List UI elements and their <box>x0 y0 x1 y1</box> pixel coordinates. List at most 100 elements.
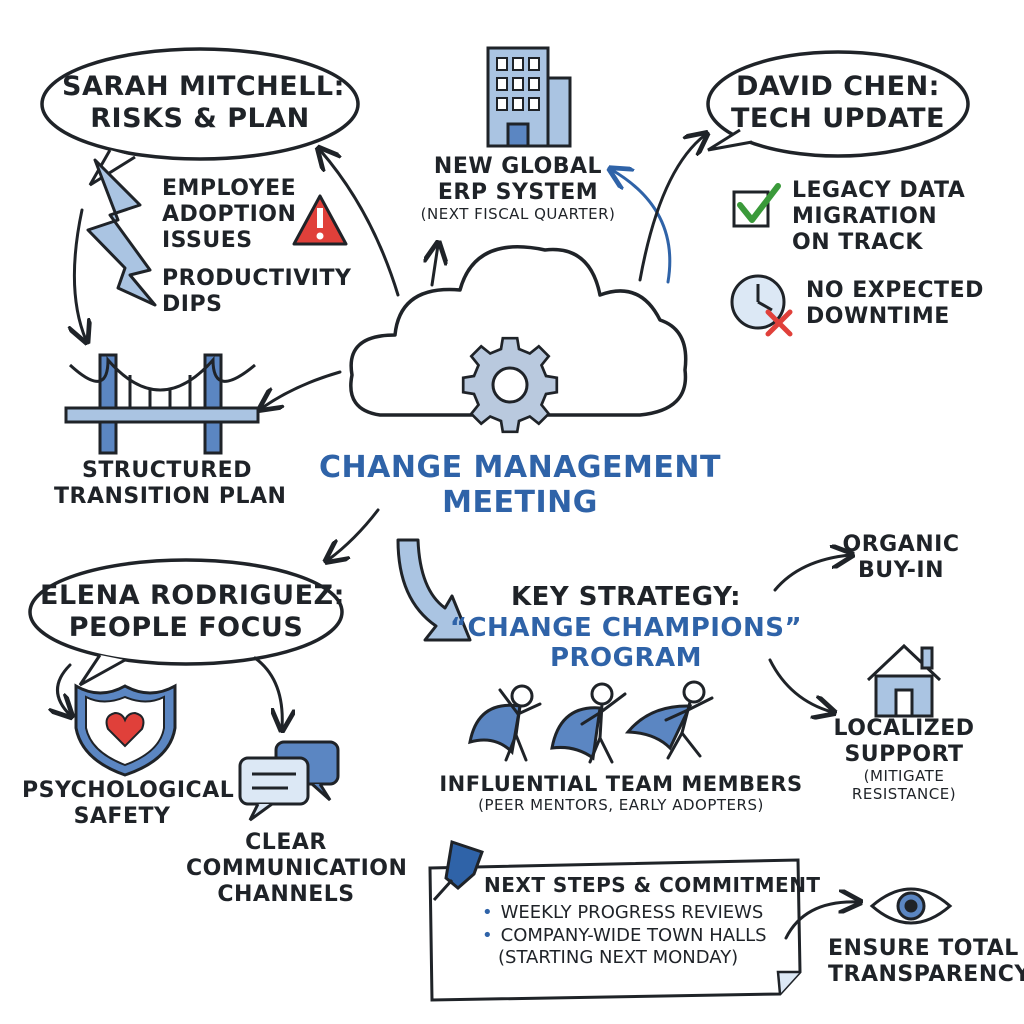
strategy-line2: “Change Champions” <box>449 612 803 643</box>
migration-line1: Legacy Data <box>792 178 966 203</box>
checkbox-checked-icon <box>732 183 781 228</box>
office-building-icon <box>486 46 572 148</box>
bullet-icon: • <box>482 902 493 923</box>
arrow-strategy-to-support <box>768 658 832 712</box>
david-item-migration: Legacy Data Migration On Track <box>792 178 965 256</box>
team-members-note: (Peer Mentors, Early Adopters) <box>478 795 764 814</box>
eye-icon <box>869 887 953 925</box>
next-step-weekly: Weekly Progress Reviews <box>500 902 764 923</box>
buyin-line1: Organic <box>842 532 960 557</box>
arrow-cloud-to-erp-blue <box>612 170 672 284</box>
david-name: David Chen: <box>736 71 940 102</box>
center-title-line1: Change Management <box>319 450 721 485</box>
erp-line1: New Global <box>433 154 603 179</box>
sarah-name: Sarah Mitchell: <box>62 71 345 102</box>
support-note-line2: Resistance) <box>851 784 957 803</box>
communication-line3: Channels <box>217 881 355 907</box>
big-arrow-to-strategy <box>396 538 472 642</box>
shield-heart-icon <box>74 683 177 777</box>
david-speech-bubble <box>706 50 970 158</box>
champion-figures-icon <box>468 680 714 764</box>
erp-label: New Global ERP System (Next Fiscal Quart… <box>418 154 618 224</box>
bridge-icon <box>64 353 260 455</box>
strategy-line3: Program <box>549 643 703 674</box>
arrow-elena-to-chat <box>253 656 282 728</box>
arrow-center-to-elena <box>328 508 380 560</box>
communication-line1: Clear <box>245 830 327 855</box>
chat-bubbles-icon <box>238 740 340 822</box>
strategy-title: Key Strategy: “Change Champions” Program <box>446 582 806 674</box>
risk-adoption-line2: Adoption <box>162 201 297 227</box>
transition-plan-line2: Transition Plan <box>54 483 287 509</box>
downtime-line1: No Expected <box>806 278 984 303</box>
organic-buyin-label: Organic Buy-In <box>836 532 966 584</box>
elena-speech-bubble <box>28 558 344 687</box>
arrow-sarah-to-bridge <box>74 208 86 340</box>
psych-safety-line2: Safety <box>73 803 171 829</box>
psych-safety-label: Psychological Safety <box>22 778 235 830</box>
arrow-elena-to-shield <box>58 663 71 715</box>
downtime-line2: Downtime <box>806 303 950 329</box>
transparency-label: Ensure Total Transparency <box>828 936 1024 988</box>
pushpin-icon <box>432 840 484 902</box>
connector-arrows <box>58 135 859 940</box>
erp-line2: ERP System <box>437 179 599 205</box>
support-note-line1: (Mitigate <box>863 766 945 785</box>
support-line2: Support <box>844 741 964 767</box>
center-title: Change Management Meeting <box>310 450 730 521</box>
migration-line3: On Track <box>792 229 923 255</box>
david-bubble-label: David Chen: Tech Update <box>718 71 958 136</box>
strategy-line1: Key Strategy: <box>510 582 742 612</box>
arrow-cloud-to-david <box>638 135 705 282</box>
center-title-line2: Meeting <box>442 485 598 521</box>
buyin-line2: Buy-In <box>857 557 945 583</box>
migration-line2: Migration <box>792 203 938 229</box>
list-item: • Company-Wide Town Halls <box>482 925 767 948</box>
david-item-downtime: No Expected Downtime <box>806 278 984 330</box>
warning-icon <box>292 194 348 246</box>
risk-productivity-line2: Dips <box>162 291 223 317</box>
david-topic: Tech Update <box>731 103 945 135</box>
transparency-line1: Ensure Total <box>828 936 1019 961</box>
localized-support-label: Localized Support (Mitigate Resistance) <box>824 716 984 803</box>
sarah-topic: Risks & Plan <box>90 103 310 135</box>
clock-no-downtime-icon <box>730 274 793 337</box>
elena-topic: People Focus <box>68 612 304 644</box>
next-step-note: (Starting Next Monday) <box>498 947 739 968</box>
support-line1: Localized <box>833 716 975 741</box>
transition-plan-label: Structured Transition Plan <box>54 458 287 510</box>
risk-adoption-line1: Employee <box>162 176 297 201</box>
team-members-line: Influential Team Members <box>439 772 803 796</box>
arrow-note-to-eye <box>784 902 858 940</box>
next-step-townhalls: Company-Wide Town Halls <box>500 924 767 946</box>
arrow-cloud-to-bridge <box>262 370 342 408</box>
elena-bubble-label: Elena Rodriguez: People Focus <box>40 580 345 645</box>
next-steps-note-card <box>428 858 802 1002</box>
arrow-strategy-to-buyin <box>773 555 850 592</box>
risk-adoption: Employee Adoption Issues <box>162 176 296 254</box>
sarah-bubble-label: Sarah Mitchell: Risks & Plan <box>62 71 345 136</box>
bullet-icon: • <box>482 924 493 946</box>
arrow-cloud-to-erp <box>432 245 438 287</box>
team-members-label: Influential Team Members (Peer Mentors, … <box>436 772 806 814</box>
next-steps-title: Next Steps & Commitment <box>484 873 821 897</box>
transparency-line2: Transparency <box>828 961 1024 987</box>
communication-line2: Communication <box>186 855 408 881</box>
elena-name: Elena Rodriguez: <box>40 580 345 611</box>
risk-productivity: Productivity Dips <box>162 266 351 318</box>
house-icon <box>866 643 942 718</box>
sarah-speech-bubble <box>40 47 360 187</box>
psych-safety-line1: Psychological <box>22 778 235 803</box>
risk-adoption-line3: Issues <box>162 227 253 253</box>
cloud-gear-icon <box>349 245 688 434</box>
communication-label: Clear Communication Channels <box>186 830 408 908</box>
next-steps-list: • Weekly Progress Reviews • Company-Wide T… <box>482 902 767 970</box>
arrow-cloud-to-sarah <box>320 150 400 297</box>
list-item: • Weekly Progress Reviews <box>482 902 767 925</box>
transition-plan-line1: Structured <box>82 458 252 483</box>
risk-productivity-line1: Productivity <box>162 266 352 291</box>
erp-note: (Next Fiscal Quarter) <box>420 204 616 223</box>
list-item: (Starting Next Monday) <box>482 947 767 970</box>
lightning-bolt-icon <box>86 158 157 307</box>
